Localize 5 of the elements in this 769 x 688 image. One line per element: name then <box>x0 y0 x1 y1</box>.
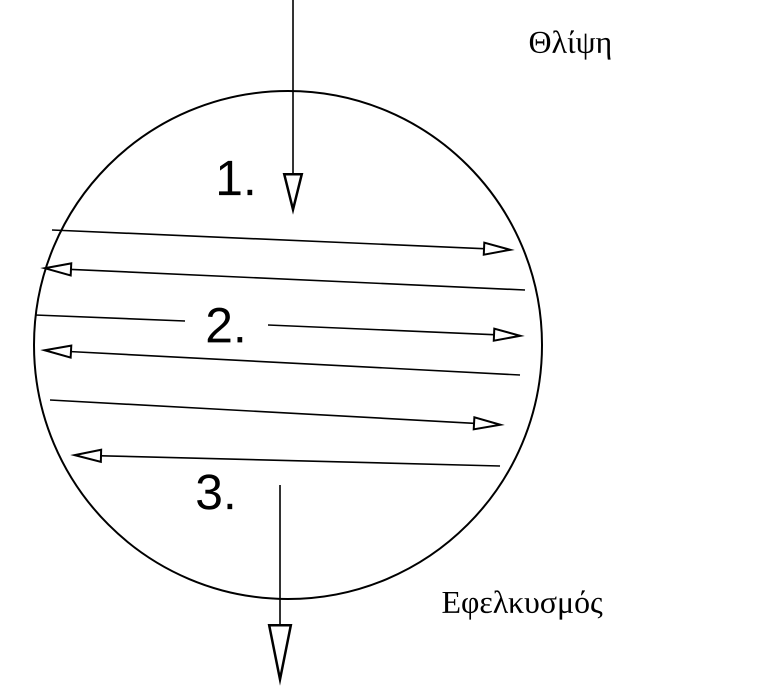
step-number: 1. <box>214 160 258 196</box>
force-label: Θλίψη <box>530 30 611 60</box>
force-label: Εφελκυσμός <box>442 590 602 620</box>
step-number: 3. <box>194 473 238 511</box>
step-number: 2. <box>204 306 248 344</box>
